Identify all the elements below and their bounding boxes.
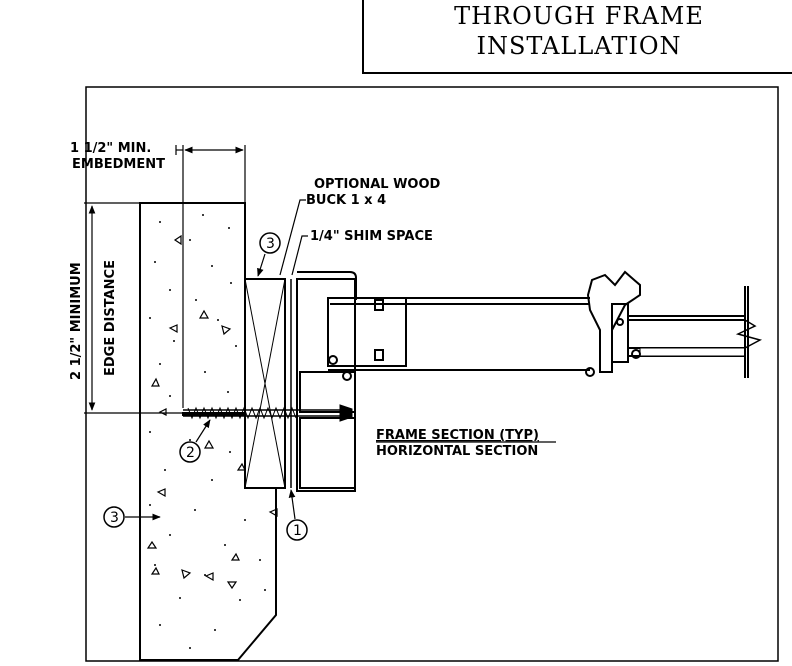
window-frame bbox=[296, 271, 595, 492]
frame-section-label: FRAME SECTION (TYP) bbox=[376, 428, 539, 443]
callout-2 bbox=[179, 419, 211, 463]
window-sash bbox=[586, 270, 763, 378]
edge-distance-label-2: EDGE DISTANCE bbox=[103, 260, 118, 376]
shim-space-label: 1/4" SHIM SPACE bbox=[310, 229, 433, 244]
horizontal-section-label: HORIZONTAL SECTION bbox=[376, 444, 538, 459]
callout-3-left bbox=[103, 506, 161, 528]
title-line-2: INSTALLATION bbox=[476, 32, 682, 60]
callout-3-top bbox=[257, 232, 281, 277]
title-line-1: THROUGH FRAME bbox=[454, 2, 704, 30]
wood-buck-label-2: BUCK 1 x 4 bbox=[306, 193, 386, 208]
callout-3-top-number: 3 bbox=[266, 236, 275, 252]
callout-1 bbox=[286, 489, 308, 541]
anchor-screw bbox=[183, 404, 353, 422]
shim-space-leader bbox=[291, 235, 308, 276]
wood-buck-leader bbox=[279, 199, 306, 276]
drawing-border bbox=[85, 86, 779, 662]
embedment-label-2: EMBEDMENT bbox=[72, 157, 165, 172]
title-block: THROUGH FRAME INSTALLATION bbox=[362, 0, 792, 74]
callout-3-left-number: 3 bbox=[110, 510, 119, 526]
wood-buck-label-1: OPTIONAL WOOD bbox=[314, 177, 441, 192]
embedment-dimension bbox=[176, 145, 246, 408]
callout-2-number: 2 bbox=[186, 445, 195, 461]
edge-distance-label-1: 2 1/2" MINIMUM bbox=[69, 262, 84, 380]
embedment-label-1: 1 1/2" MIN. bbox=[70, 141, 151, 156]
edge-distance-dimension bbox=[84, 202, 183, 414]
callout-1-number: 1 bbox=[293, 523, 302, 539]
wood-buck bbox=[244, 278, 286, 489]
